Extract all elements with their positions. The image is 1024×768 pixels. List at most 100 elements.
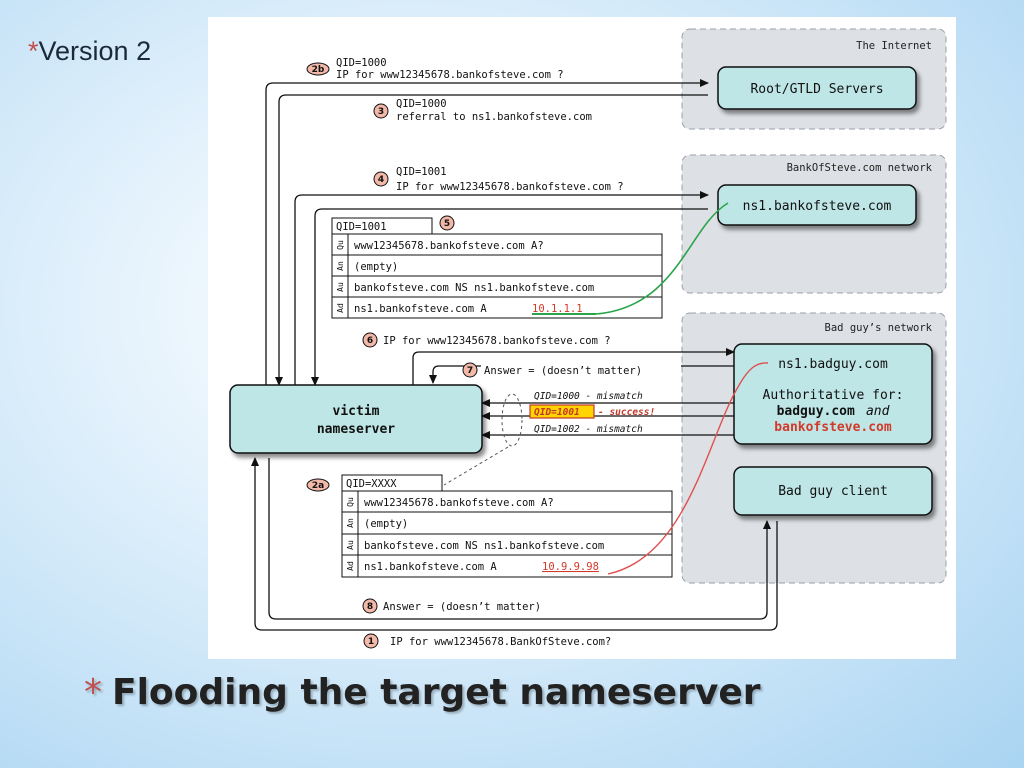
packet-upper-row: An (empty) [336,261,398,273]
packet-lower-row: Au bankofsteve.com NS ns1.bankofsteve.co… [346,540,604,552]
svg-text:2a: 2a [312,481,324,491]
step-2b-label: 2b QID=1000 IP for www12345678.bankofste… [306,57,564,81]
step-3-label: 3 QID=1000 referral to ns1.bankofsteve.c… [373,98,592,123]
svg-text:Answer = (doesn’t matter): Answer = (doesn’t matter) [484,365,642,377]
ns1-bankofsteve-node: ns1.bankofsteve.com [717,184,917,226]
packet-upper-row: Ad ns1.bankofsteve.com A 10.1.1.1 [336,303,596,315]
victim-nameserver-node: victim nameserver [229,384,483,454]
svg-text:QID=1000: QID=1000 [336,57,387,69]
title-star: * [84,672,102,713]
svg-text:2b: 2b [312,65,325,75]
svg-text:bankofsteve.com NS ns1.bankofs: bankofsteve.com NS ns1.bankofsteve.com [354,282,594,294]
auth-domains-line: badguy.com and [777,400,890,419]
svg-text:QID=1001: QID=1001 [396,166,447,178]
arrow-5 [311,208,708,386]
svg-text:An: An [336,261,345,271]
packet-lower-header: QID=XXXX [346,478,397,490]
step-6-badge [362,332,378,348]
badguy-network-label: Bad guy’s network [825,322,933,334]
root-gtld-servers-label: Root/GTLD Servers [750,82,883,97]
packet-upper-ip: 10.1.1.1 [532,303,583,315]
authoritative-for-label: Authoritative for: [763,388,904,403]
dns-cache-poisoning-diagram: The Internet BankOfSteve.com network Bad… [229,28,947,649]
packet-upper-row: Qu www12345678.bankofsteve.com A? [336,240,544,252]
svg-text:1: 1 [368,637,374,647]
svg-text:4: 4 [378,175,384,185]
badguy-client-label: Bad guy client [778,484,888,499]
packet-upper-header: QID=1001 [336,221,387,233]
auth-and: and [866,404,890,419]
qid-1001-highlight [529,404,595,419]
ns1-bankofsteve-label: ns1.bankofsteve.com [743,199,892,214]
svg-text:(empty): (empty) [364,518,408,530]
ns1-badguy-node: ns1.badguy.com Authoritative for: badguy… [733,343,933,445]
step-8-badge [362,598,378,614]
svg-text:www12345678.bankofsteve.com A?: www12345678.bankofsteve.com A? [364,497,554,509]
svg-text:5: 5 [444,219,450,229]
svg-text:7: 7 [467,366,473,376]
svg-text:www12345678.bankofsteve.com A?: www12345678.bankofsteve.com A? [354,240,544,252]
dns-diagram-card: The Internet BankOfSteve.com network Bad… [208,17,956,659]
badguy-client-node: Bad guy client [733,466,933,516]
svg-text:An: An [346,518,355,528]
flood-response-ellipse [501,393,523,447]
root-gtld-servers-node: Root/GTLD Servers [717,66,917,110]
slide-title: *Flooding the target nameserver [84,672,761,713]
svg-text:Ad: Ad [336,303,345,313]
step-4-badge [373,171,389,187]
victim-label: victim [333,404,380,419]
step-2a-badge [306,478,330,492]
arrow-8 [268,458,771,620]
title-text: Flooding the target nameserver [112,672,761,713]
packet-upper: QID=1001 5 Qu www12345678.bankofsteve.co… [331,215,663,319]
arrow-1 [251,457,778,631]
auth-domain-bankofsteve: bankofsteve.com [774,420,892,435]
ellipse-pointer-line [443,446,509,486]
svg-text:8: 8 [367,602,373,612]
svg-text:IP for www12345678.bankofsteve: IP for www12345678.bankofsteve.com ? [383,335,611,347]
arrow-2b [265,79,709,385]
svg-text:Ad: Ad [346,561,355,571]
svg-text:Au: Au [346,540,355,550]
step-1-badge [363,633,379,649]
svg-text:Qu: Qu [346,497,355,507]
svg-text:referral to ns1.bankofsteve.co: referral to ns1.bankofsteve.com [396,111,592,123]
packet-lower-row: Ad ns1.bankofsteve.com A 10.9.9.98 [346,561,599,573]
step-6-label: 6 IP for www12345678.bankofsteve.com ? [362,332,611,348]
step-7-badge [462,362,478,378]
green-link-curve [595,202,729,315]
qid-1000-mismatch: QID=1000 - mismatch [534,391,643,402]
connection-arrows [251,79,778,631]
svg-text:ns1.bankofsteve.com A: ns1.bankofsteve.com A [364,561,497,573]
arrow-4 [294,191,709,385]
flood-labels: QID=1000 - mismatch QID=1001 - success! … [529,391,655,435]
svg-text:3: 3 [378,107,384,117]
svg-text:Qu: Qu [336,240,345,250]
bullet-star: * [28,36,39,66]
bankofsteve-network-label: BankOfSteve.com network [787,162,933,174]
qid-1001-success-suffix: - success! [598,407,655,418]
svg-text:QID=1000: QID=1000 [396,98,447,110]
qid-1002-mismatch: QID=1002 - mismatch [534,424,643,435]
ns1-badguy-label: ns1.badguy.com [778,357,888,372]
arrow-3 [275,94,708,386]
step-5-badge [439,215,455,231]
packet-lower-row: Qu www12345678.bankofsteve.com A? [346,497,554,509]
svg-text:6: 6 [367,336,373,346]
red-link-curve [607,362,769,575]
auth-domain-badguy: badguy.com [777,404,855,419]
slide-subtitle: *Version 2 [28,36,151,67]
internet-network-label: The Internet [856,40,932,52]
packet-lower-ip: 10.9.9.98 [542,561,599,573]
step-7-label: 7 Answer = (doesn’t matter) [462,362,681,378]
step-8-label: 8 Answer = (doesn’t matter) [362,598,541,614]
packet-lower: QID=XXXX Qu www12345678.bankofsteve.com … [341,474,673,578]
arrow-7 [429,365,734,384]
svg-text:Answer = (doesn’t matter): Answer = (doesn’t matter) [383,601,541,613]
svg-text:IP for www12345678.bankofsteve: IP for www12345678.bankofsteve.com ? [336,69,564,81]
step-1-label: 1 IP for www12345678.BankOfSteve.com? [363,633,611,649]
step-4-label: 4 QID=1001 IP for www12345678.bankofstev… [373,166,624,193]
svg-text:(empty): (empty) [354,261,398,273]
step-2b-badge [306,62,330,76]
qid-1001-success: QID=1001 [534,407,580,418]
